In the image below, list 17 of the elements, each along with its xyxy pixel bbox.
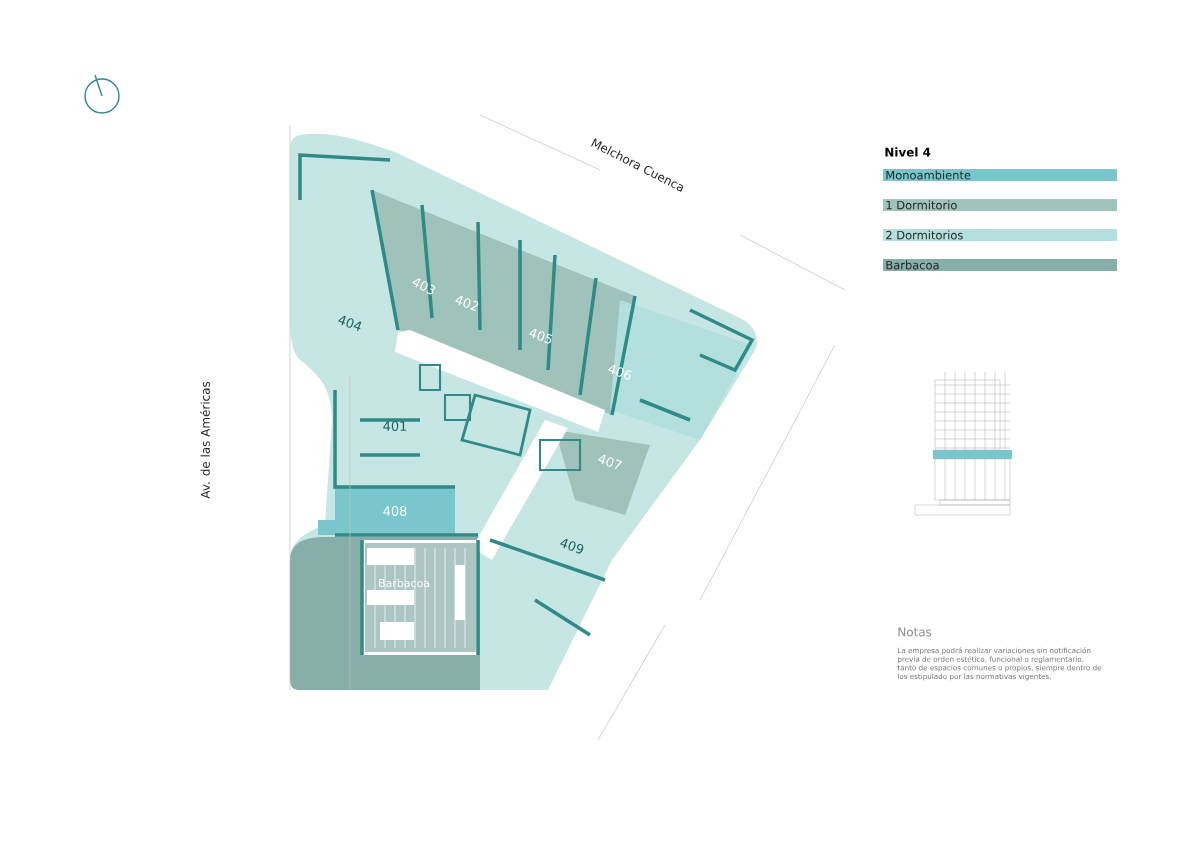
- unit-number: 407: [598, 454, 623, 470]
- unit-number: 405: [529, 328, 553, 344]
- legend-label: Monoambiente: [886, 170, 971, 180]
- unit-number: 409: [560, 538, 584, 554]
- notes-heading: Notas: [898, 627, 932, 637]
- street-name: Av. de las Américas: [200, 381, 210, 499]
- area-label: Barbacoa: [379, 578, 429, 588]
- unit-number: 403: [412, 278, 436, 295]
- legend-label: 2 Dormitorios: [886, 230, 963, 240]
- unit-number: 401: [383, 421, 407, 431]
- unit-number: 404: [338, 315, 362, 331]
- unit-number: 406: [608, 364, 632, 380]
- unit-number: 402: [455, 295, 479, 312]
- unit-number: 408: [383, 506, 407, 516]
- legend-label: Barbacoa: [886, 260, 939, 270]
- heading: Nivel 4: [885, 147, 931, 157]
- legend-label: 1 Dormitorio: [886, 200, 957, 210]
